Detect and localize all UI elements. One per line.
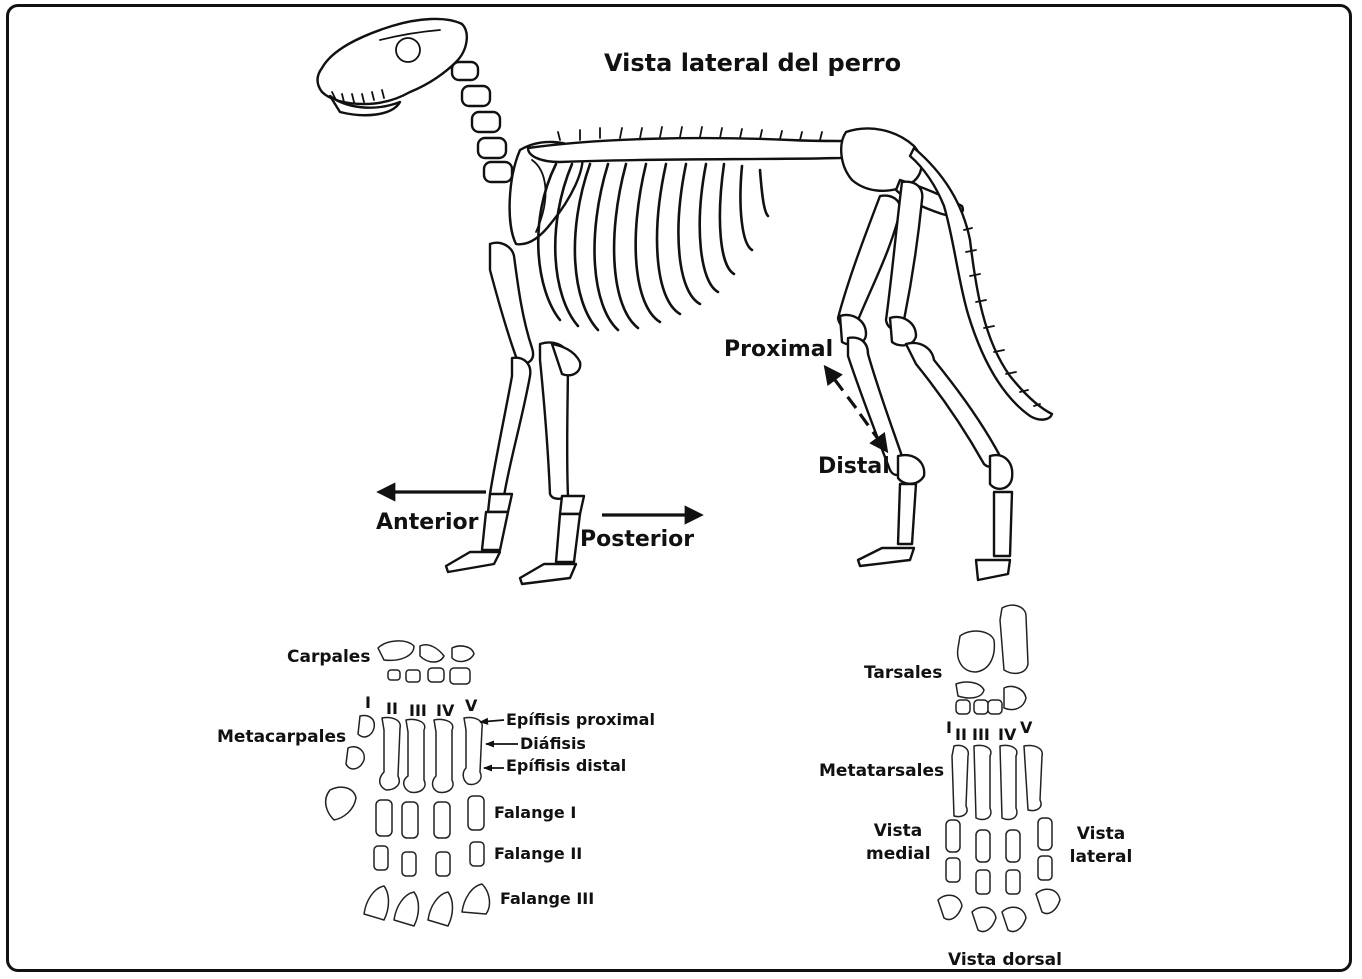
- metacarpals-label: Metacarpales: [217, 729, 346, 746]
- phalanges-3: [364, 884, 489, 926]
- hind-digit-label-1: I: [946, 720, 952, 736]
- digit-label-2: II: [386, 701, 398, 717]
- proximal-arrow: [826, 368, 856, 408]
- digit-label-3: III: [409, 703, 427, 719]
- hind-digit-label-5: V: [1020, 720, 1032, 736]
- digit-label-1: I: [365, 695, 371, 711]
- hindpaw-bones: [938, 605, 1060, 931]
- dog-skeleton: [318, 19, 1053, 584]
- phalanges-2: [374, 842, 484, 876]
- phalanx-1-label: Falange I: [494, 805, 576, 821]
- phalanx-3-label: Falange III: [500, 891, 594, 907]
- figure-title: Vista lateral del perro: [604, 51, 901, 75]
- view-dorsal-label: Vista dorsal: [948, 952, 1062, 969]
- skull: [318, 19, 467, 104]
- hind-digit-label-2: II: [955, 727, 967, 743]
- cervical-vertebrae: [452, 62, 512, 182]
- phalanx-2-label: Falange II: [494, 846, 582, 862]
- tarsal-bones: [956, 605, 1028, 714]
- metatarsal-bones: [952, 745, 1042, 819]
- carpal-bones: [378, 641, 474, 684]
- epiphysis-distal-label: Epífisis distal: [506, 758, 626, 774]
- posterior-label: Posterior: [580, 529, 694, 551]
- hind-digit-label-4: IV: [998, 727, 1016, 743]
- distal-label: Distal: [818, 456, 890, 478]
- proximal-label: Proximal: [724, 339, 833, 361]
- radius-ulna: [490, 358, 530, 499]
- anterior-label: Anterior: [376, 512, 478, 534]
- digit-label-5: V: [465, 698, 477, 714]
- epiphysis-proximal-label: Epífisis proximal: [506, 712, 655, 728]
- tarsals-label: Tarsales: [864, 665, 942, 682]
- phalanges-1: [376, 796, 484, 838]
- hind-digit-label-3: III: [972, 727, 990, 743]
- vertebral-column: [528, 138, 868, 162]
- hind-phalanges: [938, 818, 1060, 932]
- view-lateral-label: Vista lateral: [1066, 823, 1136, 869]
- digit-label-4: IV: [436, 703, 454, 719]
- forepaw-bones: [326, 641, 518, 926]
- diaphysis-label: Diáfisis: [520, 736, 586, 752]
- view-medial-label: Vista medial: [866, 820, 930, 866]
- carpals-label: Carpales: [287, 649, 370, 666]
- metatarsals-label: Metatarsales: [819, 763, 944, 780]
- metacarpal-bones: [346, 716, 482, 793]
- humerus: [490, 243, 533, 363]
